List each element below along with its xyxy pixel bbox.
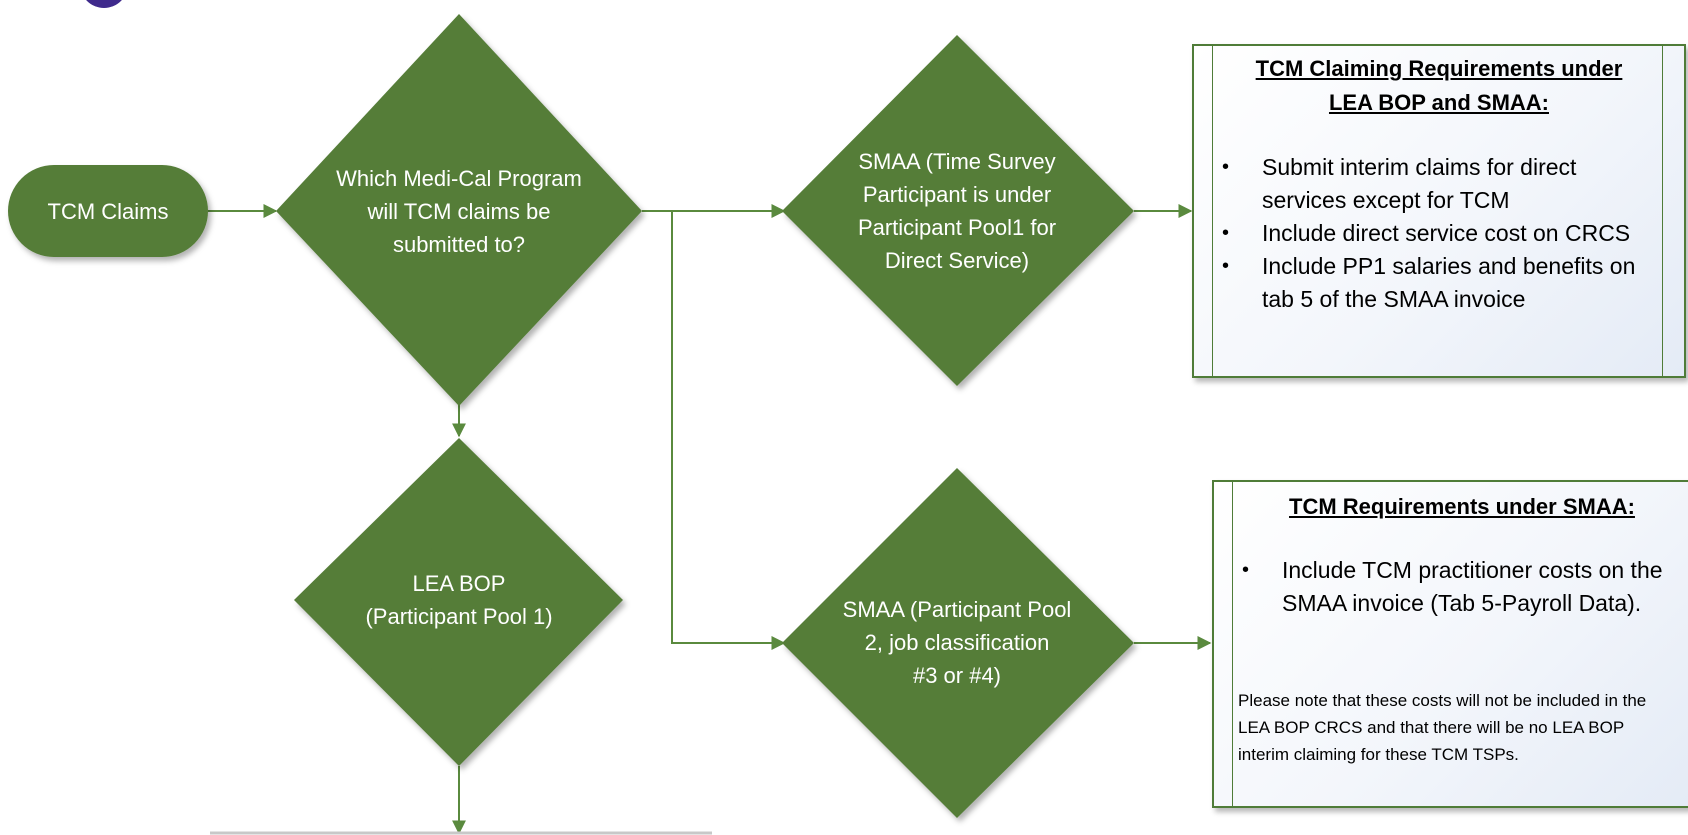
connectors [208, 204, 1212, 835]
requirements-list-lea-bop-smaa: Submit interim claims for direct service… [1214, 151, 1654, 316]
requirement-item: Include direct service cost on CRCS [1214, 217, 1654, 250]
smaa-pp2-label: SMAA (Participant Pool 2, job classifica… [842, 596, 1072, 688]
logo-ring [86, 0, 122, 8]
decision-diamond-lea-bop [294, 438, 623, 766]
requirement-item: Include PP1 salaries and benefits on tab… [1214, 250, 1654, 316]
smaa-pp1-label: SMAA (Time Survey Participant is under P… [857, 149, 1057, 273]
logo-mark-icon [86, 0, 122, 8]
requirements-title-lea-bop-smaa: TCM Claiming Requirements under LEA BOP … [1255, 56, 1623, 115]
requirements-list-smaa: Include TCM practitioner costs on the SM… [1234, 554, 1674, 620]
start-terminator [8, 165, 208, 257]
requirements-title-smaa: TCM Requirements under SMAA: [1289, 494, 1635, 519]
requirement-item: Include TCM practitioner costs on the SM… [1234, 554, 1674, 620]
box-left-rule [1212, 46, 1213, 376]
requirement-item: Submit interim claims for direct service… [1214, 151, 1654, 217]
logo [68, 0, 140, 8]
requirements-box-smaa: TCM Requirements under SMAA: Include TCM… [1212, 480, 1688, 808]
box-right-rule [1662, 46, 1663, 376]
requirements-box-lea-bop-smaa: TCM Claiming Requirements under LEA BOP … [1192, 44, 1686, 378]
connector-question-to-smaa-pp2 [671, 211, 786, 650]
requirements-note-smaa: Please note that these costs will not be… [1238, 691, 1647, 764]
decision-diamond-smaa-pp2 [782, 468, 1134, 818]
decision-diamond-question [276, 14, 642, 406]
question-label: Which Medi-Cal Program will TCM claims b… [336, 165, 582, 257]
lea-bop-label: LEA BOP (Participant Pool 1) [365, 571, 553, 629]
box-left-rule [1232, 482, 1233, 806]
decision-diamond-smaa-pp1 [782, 35, 1134, 386]
start-label: TCM Claims [47, 198, 169, 224]
